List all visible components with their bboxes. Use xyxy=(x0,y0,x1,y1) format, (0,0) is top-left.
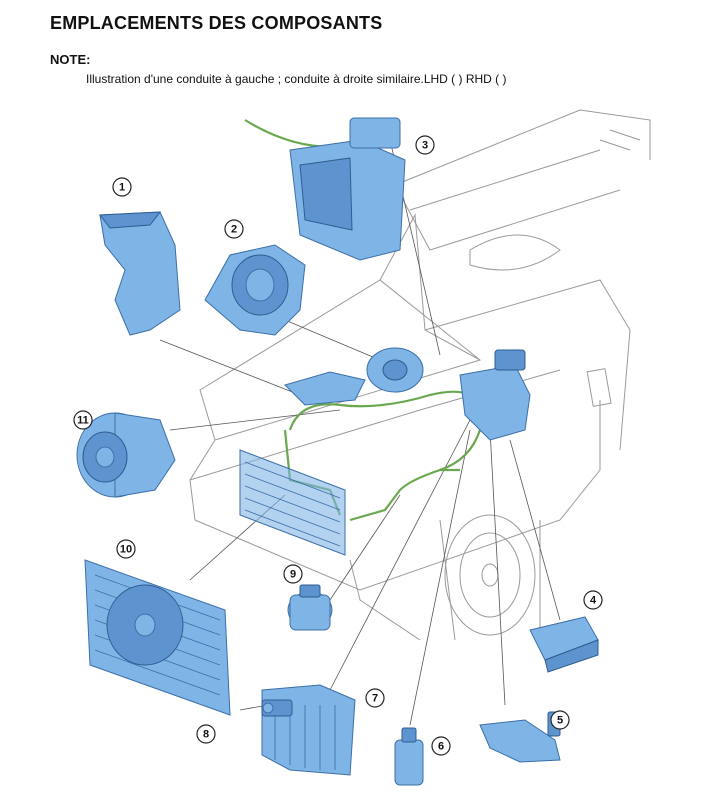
callout-6: 6 xyxy=(431,736,451,756)
callout-number: 3 xyxy=(422,140,428,152)
callout-9: 9 xyxy=(283,564,303,584)
evaporator xyxy=(261,684,356,776)
callout-circle xyxy=(365,688,385,708)
pressure-switch xyxy=(394,727,424,786)
callout-number: 8 xyxy=(203,729,209,741)
callout-number: 7 xyxy=(372,693,378,705)
callout-circle xyxy=(415,135,435,155)
callout-number: 5 xyxy=(557,715,563,727)
callout-circle xyxy=(583,590,603,610)
callout-7: 7 xyxy=(365,688,385,708)
callout-11: 11 xyxy=(73,410,93,430)
callout-circle xyxy=(196,724,216,744)
expansion-valve xyxy=(261,699,293,717)
air-duct xyxy=(99,211,181,336)
callout-number: 1 xyxy=(119,182,125,194)
callout-number: 11 xyxy=(77,415,89,427)
note-label: NOTE: xyxy=(50,52,91,67)
callout-circle xyxy=(224,219,244,239)
callout-8: 8 xyxy=(196,724,216,744)
receiver-drier xyxy=(287,584,333,631)
callout-3: 3 xyxy=(415,135,435,155)
installed-condenser xyxy=(239,449,346,556)
callout-circle xyxy=(73,410,93,430)
callout-10: 10 xyxy=(116,539,136,559)
callout-2: 2 xyxy=(224,219,244,239)
callout-number: 10 xyxy=(120,544,132,556)
callout-circle xyxy=(112,177,132,197)
condenser-fan xyxy=(84,559,231,716)
installed-hvac-assembly xyxy=(284,347,531,441)
callout-5: 5 xyxy=(550,710,570,730)
callout-4: 4 xyxy=(583,590,603,610)
callout-number: 9 xyxy=(290,569,296,581)
heater-unit xyxy=(289,117,406,261)
callout-number: 6 xyxy=(438,741,444,753)
callout-number: 2 xyxy=(231,224,237,236)
blower-motor xyxy=(204,244,306,336)
mounting-bracket xyxy=(479,711,561,763)
compressor xyxy=(76,412,176,498)
callout-circle xyxy=(431,736,451,756)
callout-number: 4 xyxy=(590,595,597,607)
callout-1: 1 xyxy=(112,177,132,197)
note-text: Illustration d'une conduite à gauche ; c… xyxy=(86,72,507,86)
callout-circle xyxy=(116,539,136,559)
page-title: EMPLACEMENTS DES COMPOSANTS xyxy=(50,13,383,33)
control-module xyxy=(529,616,599,673)
callout-circle xyxy=(550,710,570,730)
callout-circle xyxy=(283,564,303,584)
